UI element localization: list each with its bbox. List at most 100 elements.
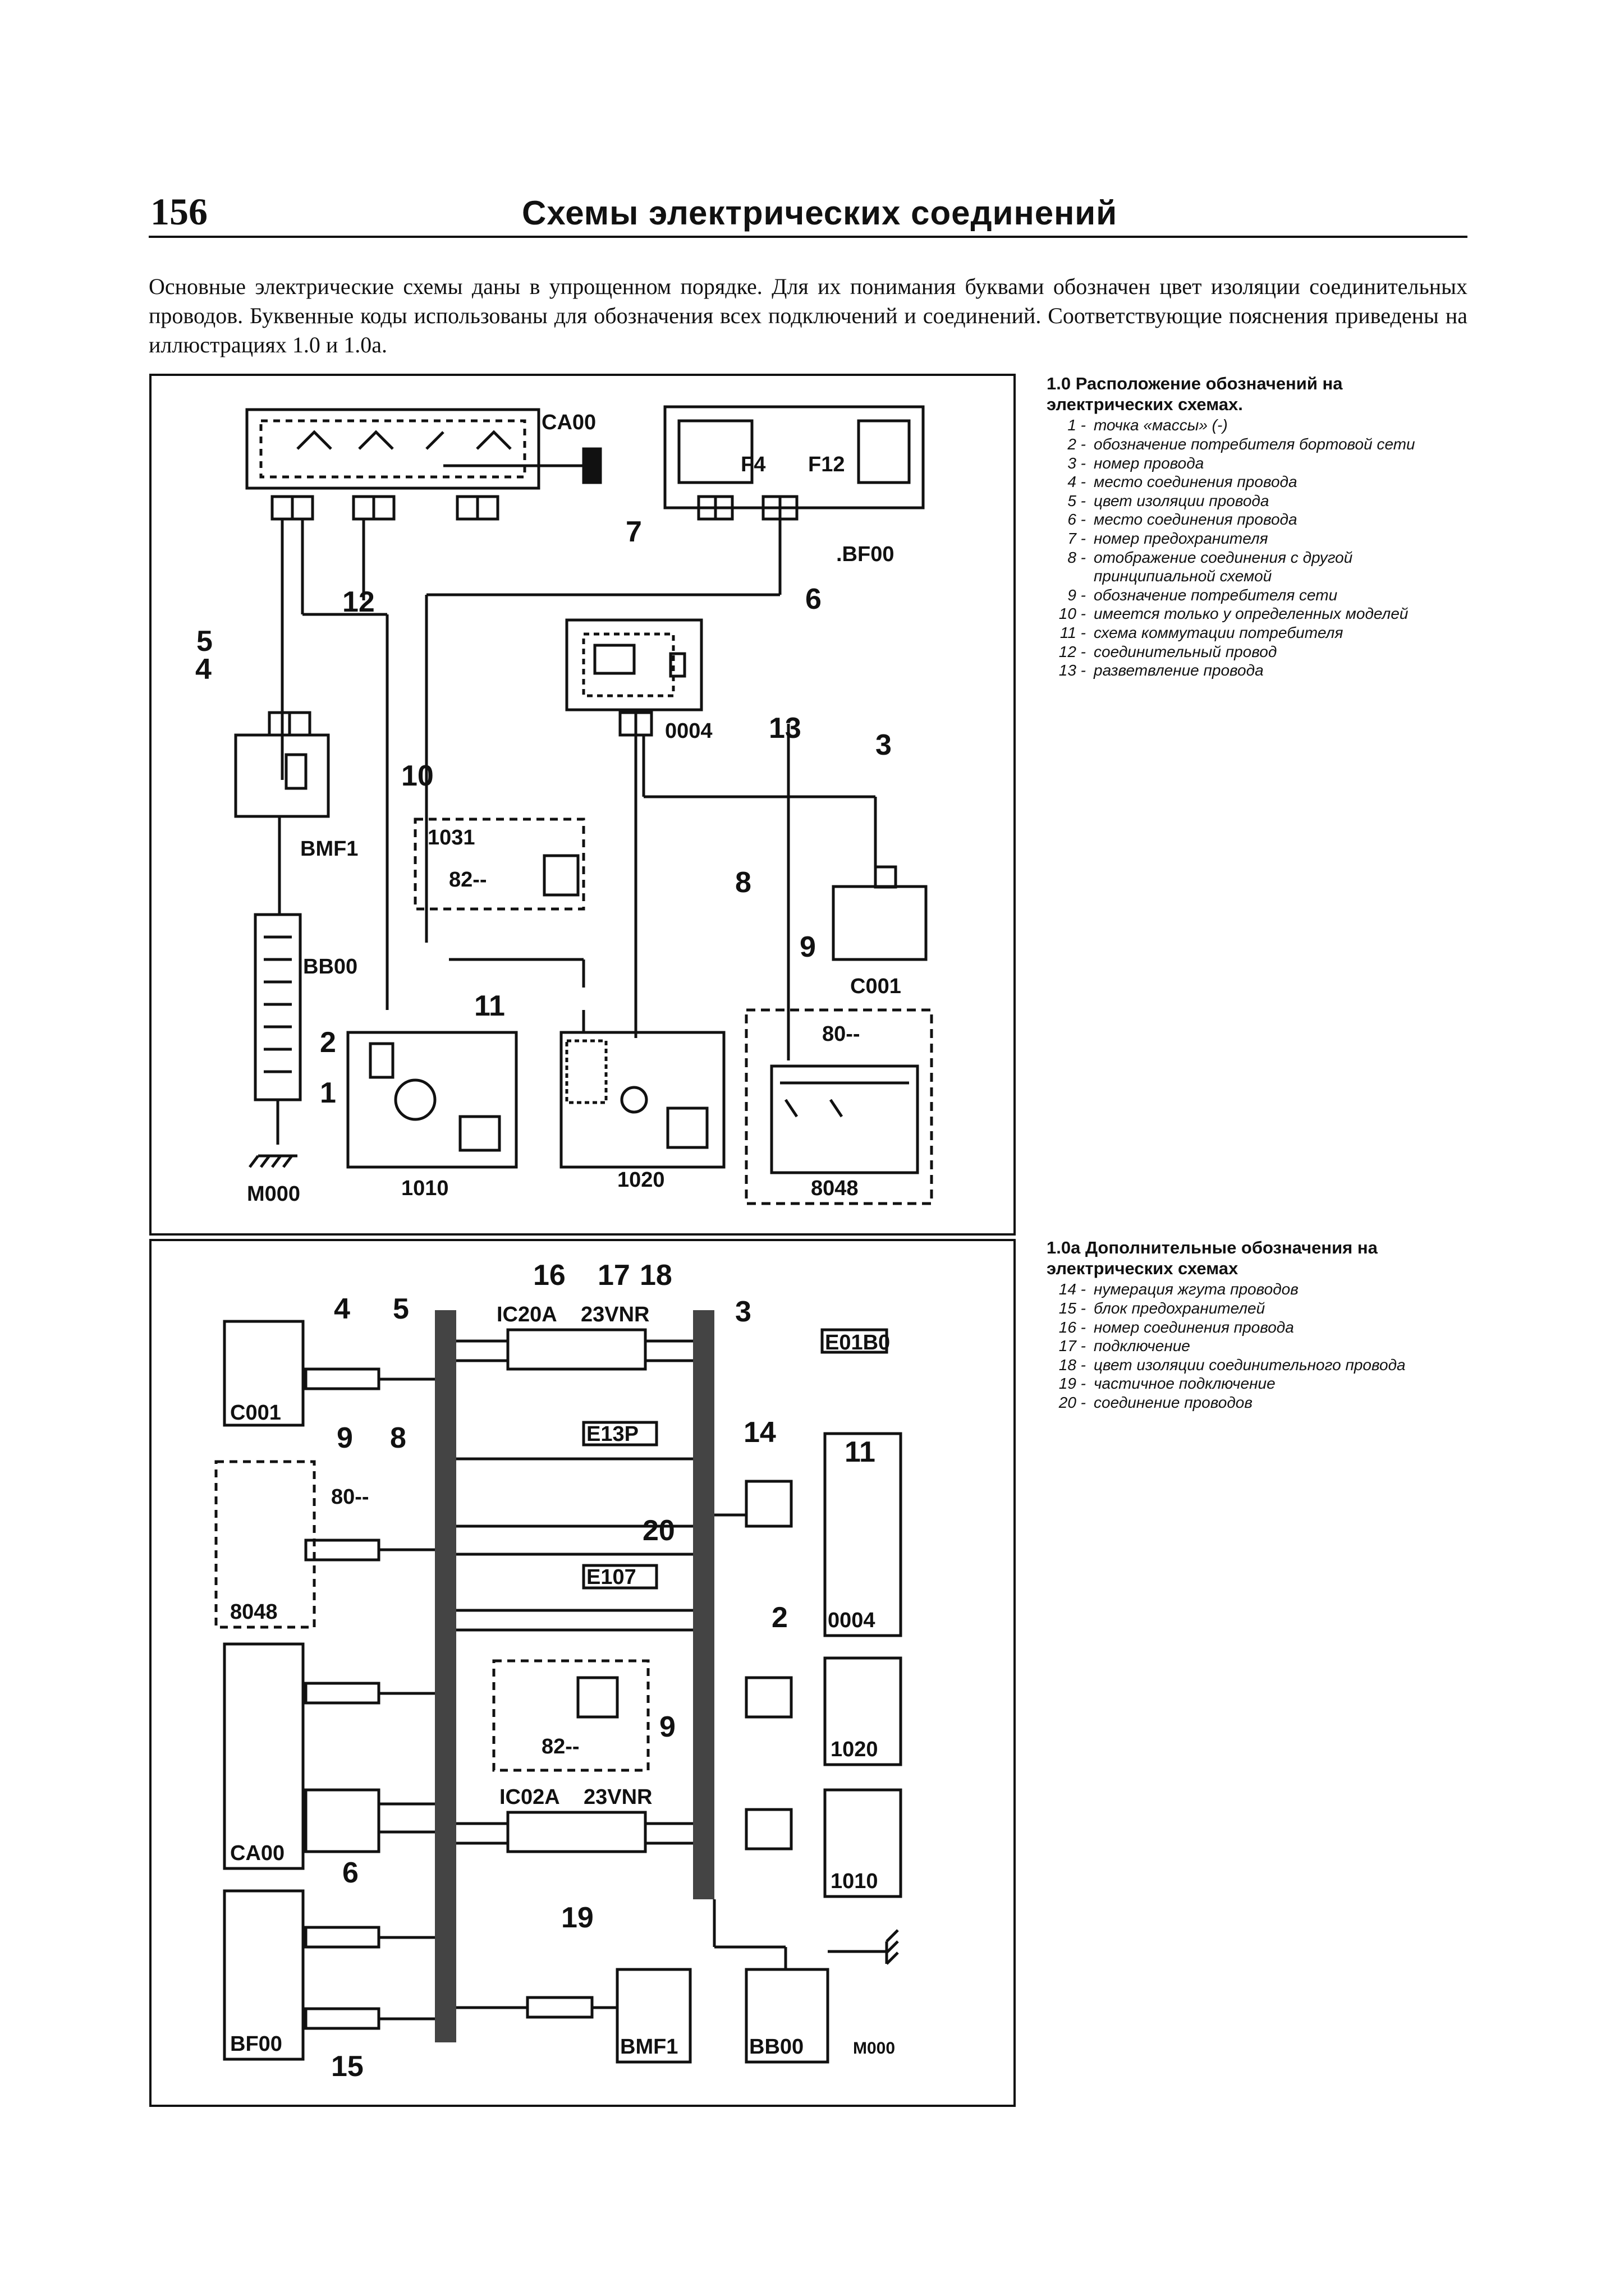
legend-2-item-text: блок предохранителей — [1094, 1299, 1265, 1317]
label-1031: 1031 — [428, 826, 475, 849]
legend-1-item-number: 7 - — [1067, 529, 1086, 547]
legend-1-item: 8 - отображение соединения с другой принц… — [1047, 548, 1473, 586]
d2-label-8048: 8048 — [230, 1600, 278, 1624]
label-1020: 1020 — [617, 1168, 665, 1192]
intro-paragraph: Основные электрические схемы даны в упро… — [149, 274, 1467, 357]
legend-1-item-number: 2 - — [1067, 435, 1086, 453]
legend-1-item-number: 8 - — [1067, 548, 1086, 566]
d2-label-1020: 1020 — [831, 1738, 878, 1761]
d2-label-e107: E107 — [586, 1565, 636, 1589]
d2-callout-8: 8 — [390, 1422, 406, 1454]
label-m000: M000 — [247, 1182, 300, 1206]
callout-7: 7 — [626, 516, 642, 548]
legend-2-item-number: 20 - — [1058, 1393, 1086, 1411]
legend-1-item-text: разветвление провода — [1094, 662, 1264, 679]
legend-1-title: 1.0 Расположение обозначений на электрич… — [1047, 374, 1343, 415]
callout-2: 2 — [320, 1026, 336, 1059]
legend-2-item: 17 - подключение — [1047, 1337, 1473, 1356]
callout-6: 6 — [805, 583, 822, 616]
label-f12: F12 — [808, 453, 845, 476]
label-82: 82-- — [449, 868, 487, 892]
legend-2-item-text: подключение — [1094, 1337, 1190, 1355]
legend-2-item: 19 - частичное подключение — [1047, 1374, 1473, 1393]
callout-12: 12 — [342, 586, 375, 618]
d2-label-1010: 1010 — [831, 1870, 878, 1893]
legend-1-item: 2 -обозначение потребителя бортовой сети — [1047, 435, 1473, 454]
d2-callout-18: 18 — [640, 1259, 672, 1292]
legend-2-item-number: 14 - — [1058, 1280, 1086, 1298]
legend-2-item-number: 16 - — [1058, 1318, 1086, 1336]
d2-label-e13p: E13P — [586, 1422, 639, 1446]
d2-callout-9: 9 — [337, 1422, 353, 1454]
legend-1-item-text: имеется только у определенных моделей — [1094, 605, 1409, 623]
callout-11: 11 — [474, 990, 505, 1022]
legend-2-item-number: 18 - — [1058, 1356, 1086, 1374]
callout-1: 1 — [320, 1077, 336, 1109]
legend-2-item-text: частичное подключение — [1094, 1375, 1276, 1393]
d2-callout-19: 19 — [561, 1902, 594, 1934]
d2-callout-14: 14 — [744, 1416, 776, 1449]
legend-2-item-number: 17 - — [1058, 1337, 1086, 1355]
callout-9: 9 — [800, 931, 816, 963]
legend-1-item: 10 - имеется только у определенных моделе… — [1047, 604, 1473, 623]
legend-1-item-text: обозначение потребителя сети — [1094, 586, 1338, 604]
d2-label-m000: M000 — [853, 2039, 895, 2058]
legend-1-item: 12 - соединительный провод — [1047, 642, 1473, 662]
legend-2-item: 14 -нумерация жгута проводов — [1047, 1280, 1473, 1299]
legend-1-item-number: 10 - — [1058, 605, 1086, 623]
page-title: Схемы электрических соединений — [522, 194, 1118, 232]
legend-1-item: 6 - место соединения провода — [1047, 510, 1473, 529]
legend-1-item-text: номер провода — [1094, 454, 1204, 472]
legend-1-item-text: номер предохранителя — [1094, 529, 1268, 547]
d2-callout-5: 5 — [393, 1293, 409, 1325]
callout-13: 13 — [769, 712, 801, 745]
label-1010: 1010 — [401, 1177, 449, 1200]
d2-callout-2: 2 — [772, 1601, 788, 1634]
callout-8: 8 — [735, 866, 751, 899]
page-number: 156 — [150, 190, 208, 233]
label-80: 80-- — [822, 1022, 860, 1046]
d2-label-82: 82-- — [542, 1735, 580, 1758]
callout-3: 3 — [875, 729, 892, 761]
d2-label-ic20a: IC20A — [497, 1303, 557, 1326]
title-rule — [149, 236, 1467, 238]
legend-1-item-text: отображение соединения с другой принципи… — [1094, 548, 1353, 585]
legend-2-item-number: 19 - — [1058, 1375, 1086, 1393]
legend-1-item-text: место соединения провода — [1094, 511, 1297, 529]
d2-label-bb00: BB00 — [749, 2035, 804, 2059]
legend-1-item-number: 12 - — [1058, 642, 1086, 660]
legend-1-item: 5 -цвет изоляции провода — [1047, 492, 1473, 511]
d2-label-ic02a: IC02A — [499, 1785, 560, 1809]
legend-1-item: 13 - разветвление провода — [1047, 661, 1473, 680]
d2-callout-11: 11 — [845, 1436, 875, 1468]
label-f4: F4 — [741, 453, 765, 476]
d2-label-bf00: BF00 — [230, 2032, 282, 2056]
legend-1-item-number: 13 - — [1058, 662, 1086, 679]
legend-2-item-text: цвет изоляции соединительного провода — [1094, 1356, 1406, 1374]
d2-callout-9b: 9 — [659, 1711, 676, 1743]
legend-2-item: 16 -номер соединения провода — [1047, 1318, 1473, 1337]
legend-2-title: 1.0а Дополнительные обозначения на элект… — [1047, 1238, 1378, 1279]
legend-2-item-text: соединение проводов — [1094, 1393, 1253, 1411]
legend-1-item-number: 4 - — [1067, 473, 1086, 491]
legend-2-item: 18 - цвет изоляции соединительного провод… — [1047, 1356, 1473, 1375]
legend-2: 1.0а Дополнительные обозначения на элект… — [1047, 1237, 1473, 1412]
legend-1-item-text: точка «массы» (-) — [1094, 416, 1228, 434]
legend-1-item-number: 11 - — [1059, 623, 1086, 641]
legend-1-item: 9 -обозначение потребителя сети — [1047, 586, 1473, 605]
d2-label-80: 80-- — [331, 1485, 369, 1509]
legend-1-item-text: соединительный провод — [1094, 642, 1277, 660]
label-c001: C001 — [850, 975, 901, 998]
label-bb00: BB00 — [303, 955, 357, 979]
legend-1: 1.0 Расположение обозначений на электрич… — [1047, 373, 1473, 680]
legend-1-item-number: 6 - — [1067, 511, 1086, 529]
d2-callout-6: 6 — [342, 1857, 359, 1889]
label-8048: 8048 — [811, 1177, 859, 1200]
legend-2-item: 15 -блок предохранителей — [1047, 1299, 1473, 1318]
label-bmf1: BMF1 — [300, 837, 358, 861]
d2-label-c001: C001 — [230, 1401, 281, 1425]
legend-1-item: 7 - номер предохранителя — [1047, 529, 1473, 548]
legend-1-item-text: цвет изоляции провода — [1094, 492, 1269, 509]
